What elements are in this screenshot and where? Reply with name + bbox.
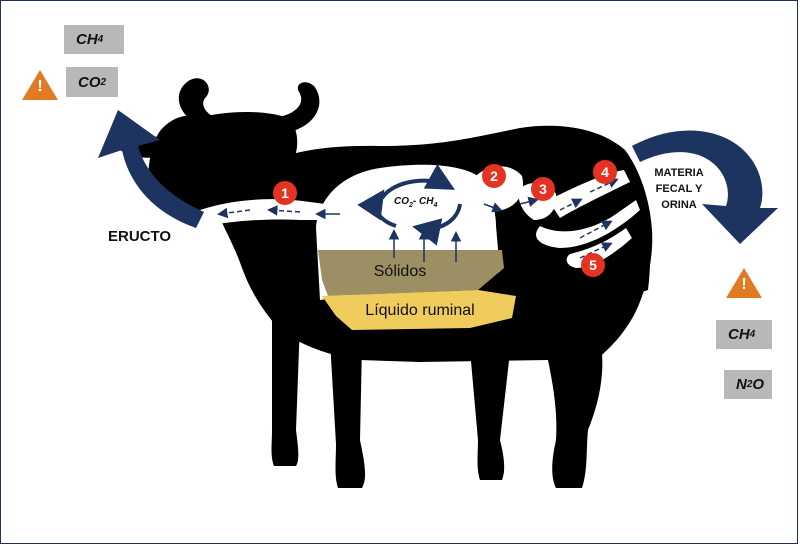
eructo-label: ERUCTO [108, 228, 172, 245]
excreta-label-line: MATERIA [654, 167, 704, 179]
warning-icon [726, 268, 762, 298]
gas-subscript: 2 [100, 76, 107, 88]
gas-formula: CO [78, 73, 101, 91]
gas-formula: CH [728, 326, 750, 343]
tract-flow-arrows [217, 178, 619, 259]
rumen-gas-part: - CH [412, 196, 434, 207]
rumen-gas-label: CO2- CH4 [394, 196, 437, 209]
front-leg-left [271, 320, 300, 466]
tail [624, 160, 651, 292]
step-badge-3: 3 [531, 177, 555, 201]
gas-rise-arrows [388, 229, 462, 262]
left-horn [178, 78, 218, 128]
step-badge-5: 5 [581, 253, 605, 277]
rumen-gas-sub: 4 [433, 202, 438, 209]
rumen-cycle-arrows [357, 164, 462, 246]
solids-layer [318, 250, 504, 296]
excreta-label-line: FECAL Y [655, 183, 703, 195]
intestine [536, 200, 640, 248]
hind-leg-right [548, 336, 603, 488]
gas-formula-end: O [752, 376, 765, 393]
step-badge-4: 4 [593, 160, 617, 184]
solids-label: Sólidos [373, 263, 427, 280]
excretion-arrow [632, 130, 778, 244]
eructation-arrow [98, 110, 204, 228]
step-badge-2: 2 [482, 164, 506, 188]
gas-subscript: 2 [746, 379, 753, 390]
excreta-label: MATERIA FECAL Y ORINA [640, 165, 718, 213]
gas-subscript: 4 [97, 34, 104, 45]
front-leg-right [330, 340, 366, 488]
rumen-gas-part: CO [394, 196, 409, 207]
gas-subscript: 4 [749, 329, 756, 340]
liquid-layer [322, 290, 516, 330]
gas-formula: N [736, 376, 747, 393]
liquid-label: Líquido ruminal [365, 302, 475, 319]
step-badge-1: 1 [273, 181, 297, 205]
rumen-gas-sub: 2 [409, 202, 413, 209]
hind-leg-left [470, 350, 510, 480]
gas-formula: CH [76, 31, 98, 48]
warning-mark-right: ! [741, 276, 747, 293]
excreta-label-line: ORINA [661, 199, 697, 211]
warning-icon [22, 70, 58, 100]
warning-mark-top: ! [37, 78, 43, 95]
